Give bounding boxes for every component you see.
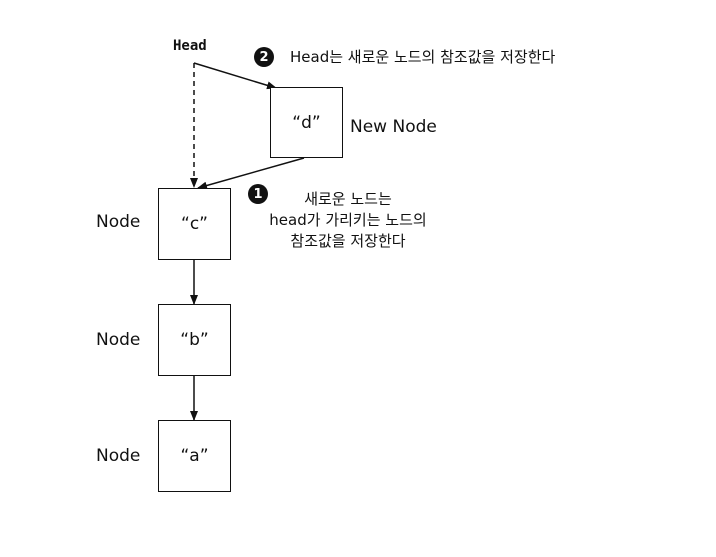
new-node-box: “d” <box>270 87 343 158</box>
step1-text: 새로운 노드는 head가 가리키는 노드의 참조값을 저장한다 <box>232 189 464 252</box>
node-c-box: “c” <box>158 188 231 260</box>
node-c-label: Node <box>96 212 141 232</box>
new-node-value: “d” <box>292 112 321 133</box>
node-a-value: “a” <box>180 446 209 466</box>
node-a-box: “a” <box>158 420 231 492</box>
step2-text: Head는 새로운 노드의 참조값을 저장한다 <box>290 48 556 66</box>
head-to-new-node-arrow <box>193 62 277 90</box>
step1-badge: 1 <box>248 184 268 204</box>
step2-badge: 2 <box>254 47 274 67</box>
node-b-value: “b” <box>180 330 209 350</box>
node-b-box: “b” <box>158 304 231 376</box>
node-b-label: Node <box>96 330 141 350</box>
node-c-value: “c” <box>181 214 208 234</box>
step1-line-2: head가 가리키는 노드의 <box>269 211 427 229</box>
step1-line-3: 참조값을 저장한다 <box>290 232 406 250</box>
step1-line-1: 새로운 노드는 <box>304 190 392 208</box>
head-label: Head <box>173 38 207 54</box>
new-node-to-node-c-arrow <box>197 157 305 190</box>
new-node-label: New Node <box>350 117 437 137</box>
node-a-label: Node <box>96 446 141 466</box>
